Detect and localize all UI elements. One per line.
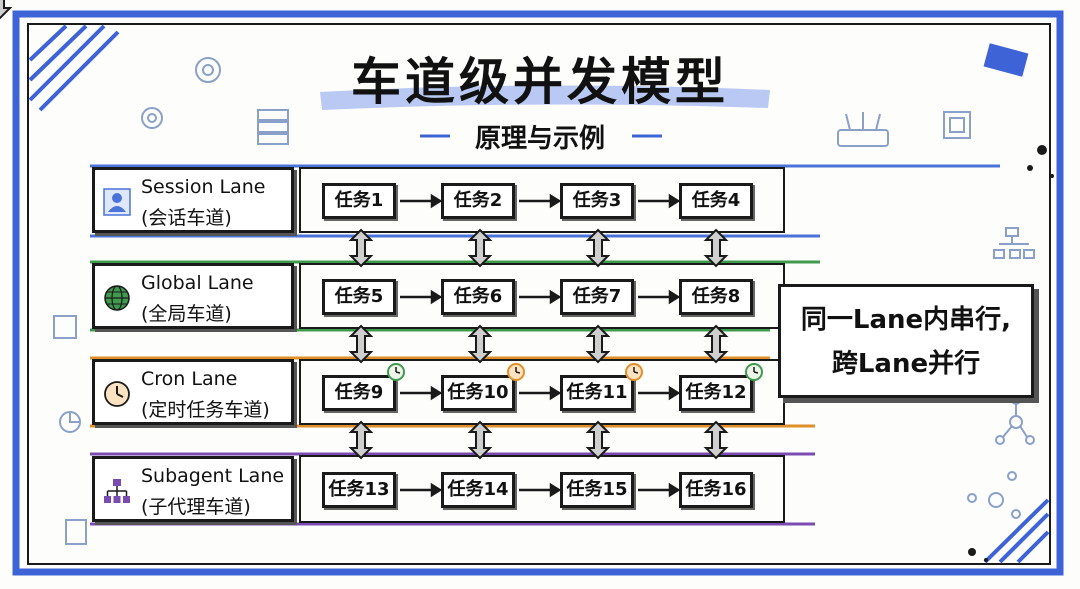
org-chart-icon [104, 479, 130, 503]
task-box: 任务10 [441, 375, 515, 411]
lane-name-cn: (全局车道) [141, 303, 232, 325]
task-box: 任务14 [441, 472, 515, 508]
arrow-row-2 [400, 289, 681, 305]
lane-label-session: Session Lane (会话车道) [92, 167, 294, 233]
ram-stick-icon [983, 43, 1029, 77]
lane-track-global [90, 260, 820, 332]
pie-chart-icon [59, 411, 81, 433]
page-subtitle: 原理与示例 [474, 124, 605, 154]
gear-icon [141, 57, 221, 129]
lane-name: Session Lane [141, 176, 266, 198]
corner-hatch-top-left [28, 24, 120, 112]
lane-label-cron: Cron Lane (定时任务车道) [92, 359, 294, 425]
task-box: 任务12 [679, 375, 753, 411]
lane-name-cn: (会话车道) [141, 207, 232, 229]
task-box: 任务3 [560, 183, 634, 219]
ink-splatter [968, 145, 1054, 562]
server-icon [257, 109, 289, 145]
lane-track-subagent [90, 452, 815, 526]
hierarchy-icon [993, 227, 1035, 259]
task-box: 任务13 [322, 472, 396, 508]
router-icon [837, 112, 889, 147]
corner-hatch-bottom-right [983, 498, 1050, 564]
clock-icon [507, 363, 525, 381]
task-box: 任务5 [322, 279, 396, 315]
task-box: 任务8 [679, 279, 753, 315]
clock-icon [625, 363, 643, 381]
lane-name: Cron Lane [141, 368, 238, 390]
inner-frame [27, 23, 1051, 565]
task-box: 任务7 [560, 279, 634, 315]
chip-icon [943, 111, 971, 139]
rule-note-box: 同一Lane内串行, 跨Lane并行 [778, 284, 1034, 398]
clock-icon [104, 381, 130, 407]
lane-track-session [90, 164, 1000, 238]
code-doc-icon [53, 315, 87, 545]
arrow-row-4 [400, 482, 681, 498]
clock-icon [745, 363, 763, 381]
network-node-icon [967, 395, 1035, 519]
page-title: 车道级并发模型 [351, 53, 729, 111]
task-box: 任务6 [441, 279, 515, 315]
task-box: 任务2 [441, 183, 515, 219]
parallel-arrow [0, 0, 13, 20]
task-box: 任务4 [679, 183, 753, 219]
lane-name: Global Lane [141, 272, 254, 294]
task-box: 任务1 [322, 183, 396, 219]
rule-note-line-2: 跨Lane并行 [831, 349, 981, 379]
task-box: 任务11 [560, 375, 634, 411]
rule-note-line-1: 同一Lane内串行, [800, 305, 1012, 335]
parallel-arrows [0, 0, 727, 459]
lane-name: Subagent Lane [141, 465, 285, 487]
task-box: 任务15 [560, 472, 634, 508]
task-box: 任务16 [679, 472, 753, 508]
clock-icon [387, 363, 405, 381]
arrow-row-1 [400, 193, 681, 209]
lane-name-cn: (子代理车道) [141, 496, 251, 518]
task-box: 任务9 [322, 375, 396, 411]
lane-label-subagent: Subagent Lane (子代理车道) [92, 456, 294, 522]
serial-arrows [400, 193, 681, 498]
outer-frame [12, 10, 1064, 576]
title-highlight [320, 85, 770, 110]
globe-icon [104, 285, 130, 311]
lane-name-cn: (定时任务车道) [141, 399, 270, 421]
arrow-row-3 [400, 385, 681, 401]
lane-label-global: Global Lane (全局车道) [92, 263, 294, 329]
user-icon [103, 188, 131, 216]
